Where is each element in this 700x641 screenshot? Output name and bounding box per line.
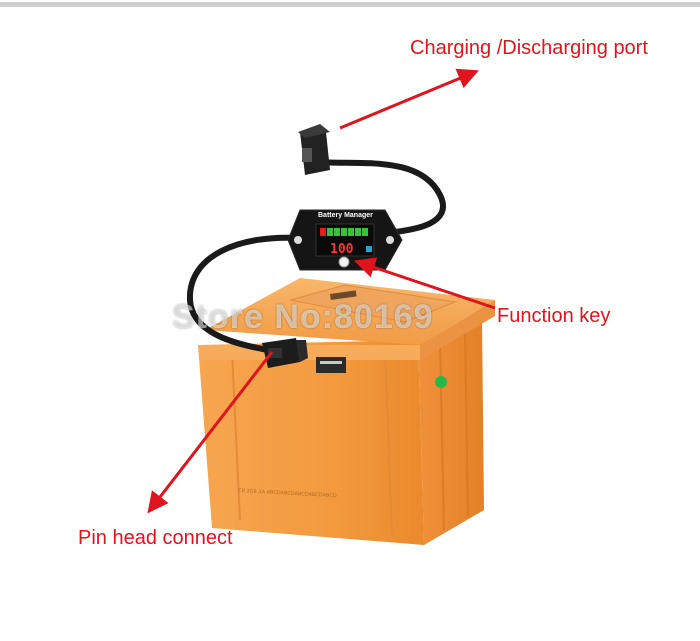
- battery: CB 2G8 3A ABCDABCDABCDABCDABCD: [198, 278, 495, 545]
- top-border: [0, 2, 700, 7]
- callout-function-key: Function key: [497, 305, 611, 327]
- watermark: Store No:80169: [172, 298, 434, 336]
- charging-connector: [298, 124, 330, 175]
- cables: [186, 159, 446, 353]
- arrow-function-key: [354, 257, 496, 310]
- meter-reading: 100: [330, 242, 354, 257]
- arrow-charging-port: [339, 68, 479, 130]
- pin-head-plug: [262, 338, 308, 368]
- callout-charging-port: Charging /Discharging port: [410, 37, 648, 59]
- battery-sticker: [316, 357, 346, 373]
- arrow-pin-head: [147, 351, 274, 514]
- meter-title: Battery Manager: [318, 212, 373, 219]
- green-indicator: [435, 376, 447, 388]
- callout-pin-head: Pin head connect: [78, 527, 233, 549]
- svg-text:CB 2G8 3A ABCDABCDABCDABCDAB: CB 2G8 3A ABCDABCDABCDABCDABCD: [238, 488, 337, 499]
- meter-bar-low: [320, 228, 326, 236]
- battery-manager-meter: 100: [287, 209, 403, 271]
- battery-front-face: [198, 340, 424, 545]
- function-key-button: [338, 256, 350, 268]
